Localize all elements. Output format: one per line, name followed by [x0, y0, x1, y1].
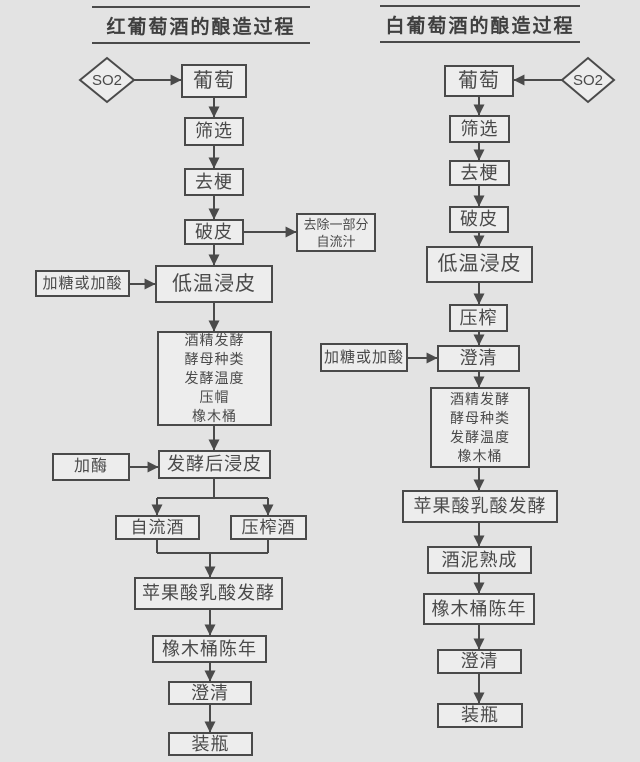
- red-node-free-run-wine: 自流酒: [115, 515, 200, 540]
- red-so2-diamond: [78, 56, 136, 104]
- white-node-sorting: 筛选: [449, 115, 510, 143]
- white-node-grape: 葡萄: [444, 65, 514, 97]
- white-title: 白葡萄酒的酿造过程: [380, 5, 580, 43]
- white-node-malolactic: 苹果酸乳酸发酵: [402, 490, 558, 523]
- white-flow-arrows: [408, 74, 562, 704]
- red-node-crush: 破皮: [184, 219, 244, 245]
- red-node-cold-maceration: 低温浸皮: [155, 265, 273, 303]
- white-so2-diamond: [560, 56, 616, 104]
- red-node-add-enzyme: 加酶: [52, 453, 130, 481]
- white-node-destem: 去梗: [449, 160, 510, 186]
- red-node-free-run-removal: 去除一部分 自流汁: [296, 213, 376, 252]
- red-node-bottling: 装瓶: [168, 732, 253, 756]
- white-node-oak-aging: 橡木桶陈年: [423, 593, 535, 625]
- red-node-sorting: 筛选: [184, 117, 244, 146]
- red-title: 红葡萄酒的酿造过程: [92, 6, 310, 44]
- white-node-cold-maceration: 低温浸皮: [426, 246, 533, 283]
- white-node-fermentation-detail: 酒精发酵 酵母种类 发酵温度 橡木桶: [430, 387, 530, 468]
- red-node-fermentation-detail: 酒精发酵 酵母种类 发酵温度 压帽 橡木桶: [157, 331, 272, 426]
- red-flow-arrows: [130, 74, 297, 733]
- white-node-press: 压榨: [449, 304, 508, 332]
- red-node-malolactic: 苹果酸乳酸发酵: [134, 577, 283, 610]
- white-node-lees-aging: 酒泥熟成: [427, 546, 532, 574]
- white-node-bottling: 装瓶: [437, 703, 523, 728]
- red-node-add-sugar-acid: 加糖或加酸: [35, 270, 130, 297]
- red-node-post-ferment-maceration: 发酵后浸皮: [158, 450, 271, 479]
- white-node-clarify-1: 澄清: [437, 345, 520, 372]
- red-node-press-wine: 压榨酒: [230, 515, 307, 540]
- red-node-destem: 去梗: [184, 168, 244, 196]
- red-node-clarify: 澄清: [168, 681, 252, 705]
- white-node-crush: 破皮: [449, 206, 509, 233]
- white-so2-label: SO2: [572, 71, 603, 89]
- red-so2-label: SO2: [91, 71, 122, 89]
- red-node-oak-aging: 橡木桶陈年: [152, 635, 267, 663]
- white-node-add-sugar-acid: 加糖或加酸: [320, 343, 408, 372]
- white-node-clarify-2: 澄清: [437, 649, 522, 674]
- red-node-grape: 葡萄: [181, 64, 247, 98]
